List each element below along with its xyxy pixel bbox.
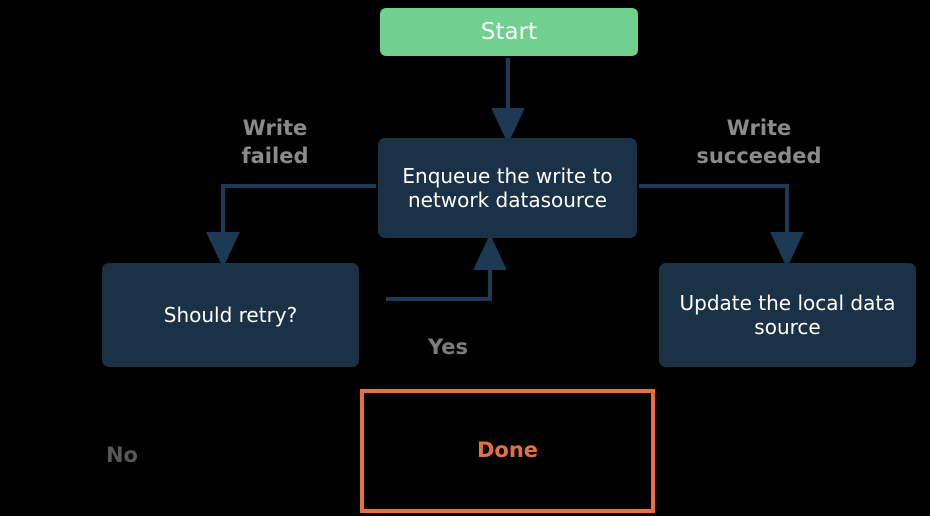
edge-enqueue-to-should-retry — [206, 184, 376, 268]
node-start[interactable]: Start — [380, 8, 638, 56]
edge-label-yes: Yes — [427, 335, 469, 359]
node-done[interactable]: Done — [360, 389, 655, 513]
node-done-label: Done — [476, 438, 539, 463]
node-enqueue-write[interactable]: Enqueue the write to network datasource — [378, 138, 637, 238]
node-should-retry-label: Should retry? — [163, 302, 298, 327]
node-enqueue-write-label: Enqueue the write to network datasource — [402, 163, 613, 212]
edge-label-write-succeeded: Write succeeded — [696, 116, 822, 169]
node-update-local-data-source-label: Update the local data source — [679, 290, 896, 339]
edge-should-retry-yes-to-enqueue — [386, 234, 507, 301]
edge-label-no: No — [105, 443, 138, 467]
node-should-retry[interactable]: Should retry? — [102, 263, 359, 367]
edge-label-write-failed: Write failed — [241, 116, 309, 169]
edge-enqueue-to-update-local — [639, 184, 804, 268]
node-start-label: Start — [480, 18, 538, 45]
node-update-local-data-source[interactable]: Update the local data source — [659, 263, 916, 367]
